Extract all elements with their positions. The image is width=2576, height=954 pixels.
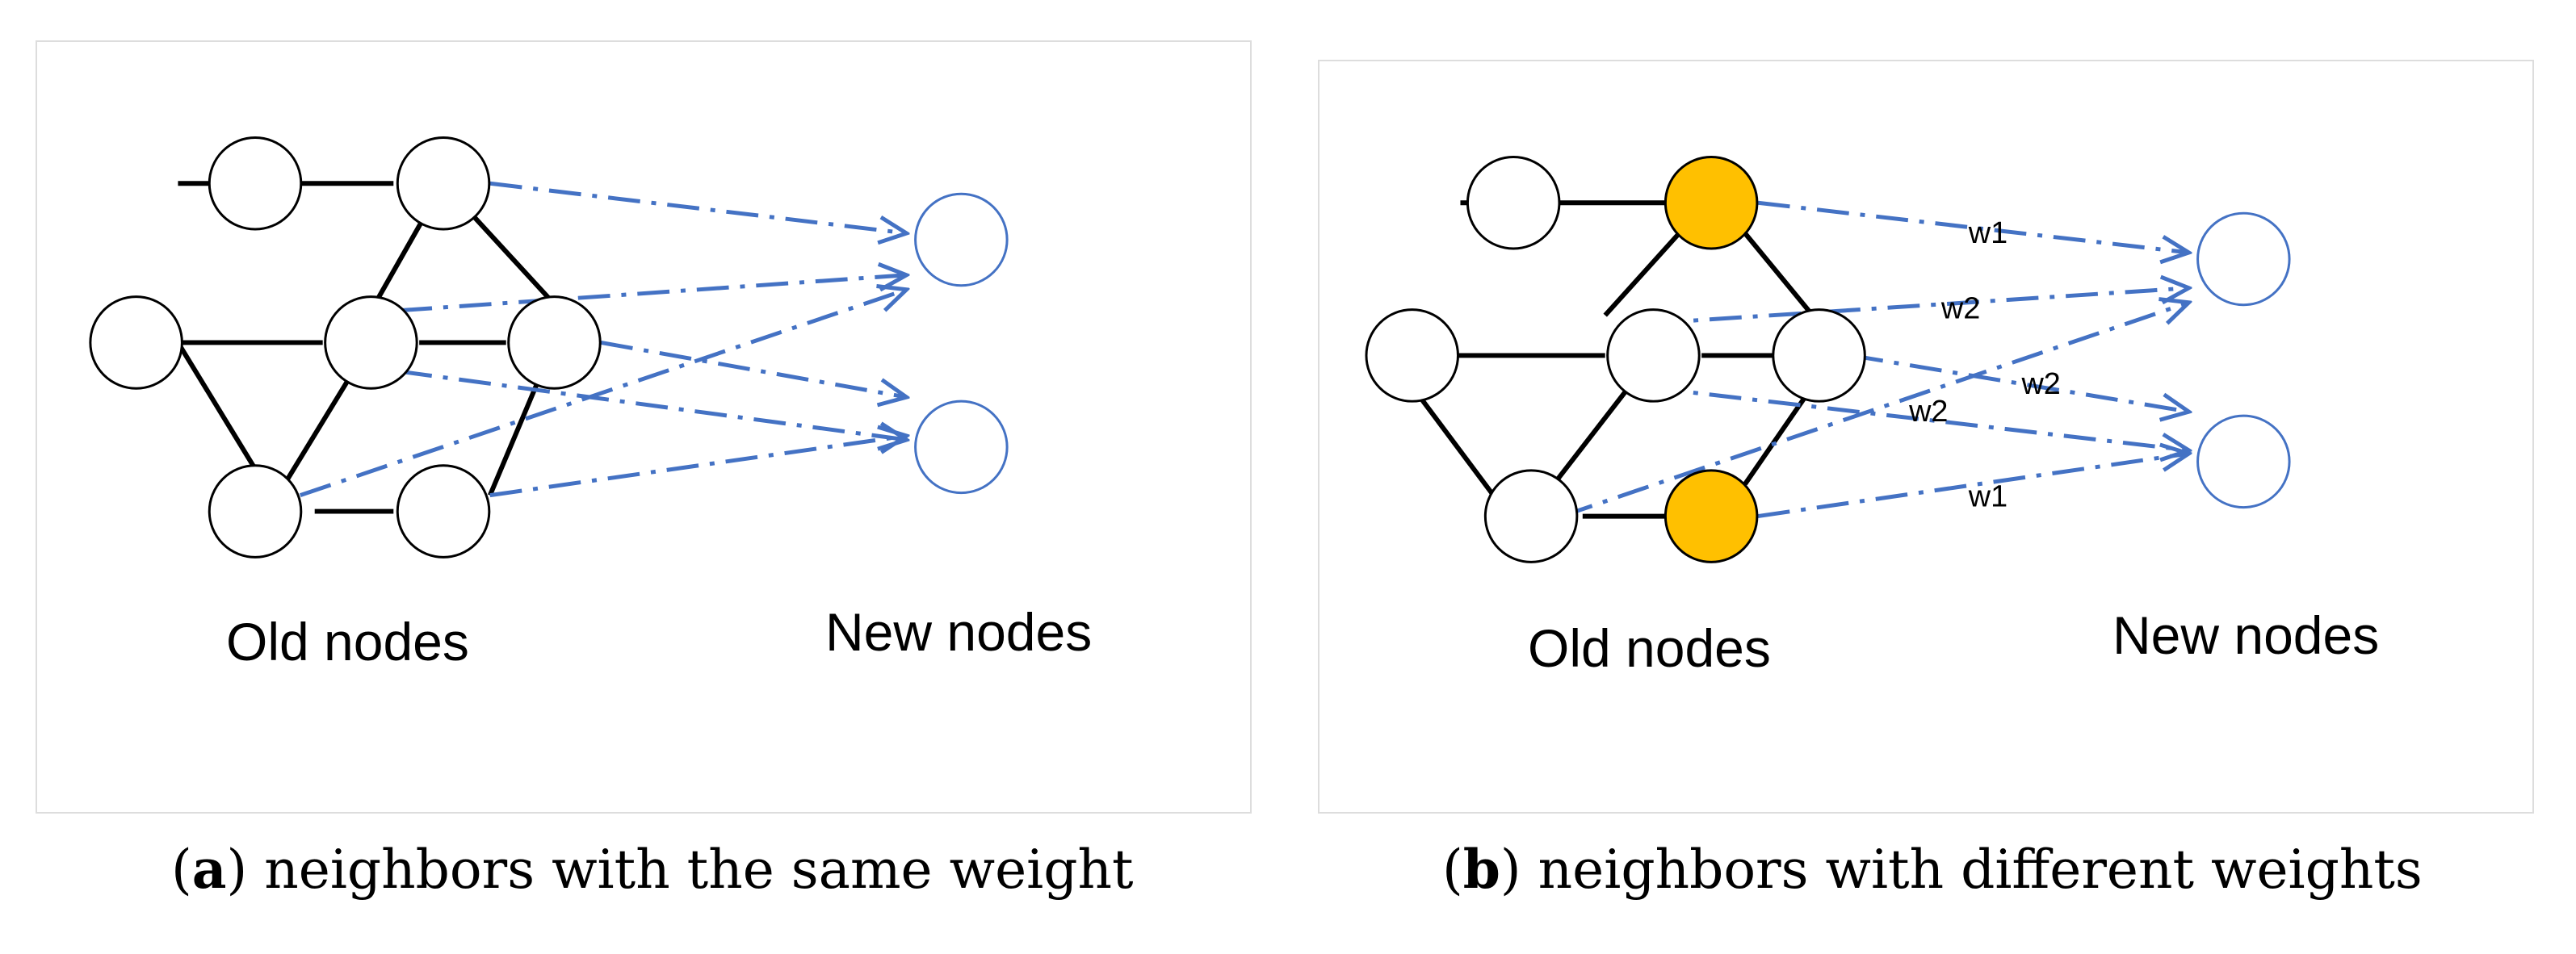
weight-label: w1 <box>1968 480 2008 514</box>
new-nodes <box>914 192 1009 495</box>
new-nodes-label: New nodes <box>2112 605 2380 665</box>
old-nodes <box>1365 155 1866 563</box>
new-nodes-label: New nodes <box>825 602 1093 662</box>
new-edges <box>299 181 907 498</box>
old-nodes-label: Old nodes <box>226 612 469 672</box>
graph-a <box>89 136 1009 559</box>
caption-letter: a <box>191 838 227 901</box>
new-nodes <box>2196 211 2291 509</box>
weight-label: w1 <box>1968 216 2008 250</box>
caption-b: (b) neighbors with different weights <box>1442 838 2423 901</box>
weight-label: w2 <box>1908 395 1948 429</box>
new-edges <box>1561 200 2189 519</box>
caption-text: neighbors with different weights <box>1538 839 2423 901</box>
caption-text: neighbors with the same weight <box>264 839 1134 901</box>
panel-b: w1 w2 w2 w2 w1 Old nodes New nodes <box>1318 60 2534 814</box>
caption-letter: b <box>1462 838 1500 901</box>
weight-labels: w1 w2 w2 w2 w1 <box>1908 216 2061 514</box>
panel-a: Old nodes New nodes <box>36 40 1252 814</box>
graph-b: w1 w2 w2 w2 w1 <box>1365 155 2291 563</box>
highlighted-nodes <box>1663 155 1759 563</box>
old-nodes <box>89 136 602 559</box>
caption-a: (a) neighbors with the same weight <box>171 838 1134 901</box>
weight-label: w2 <box>1940 292 1980 326</box>
weight-label: w2 <box>2020 367 2060 401</box>
old-nodes-label: Old nodes <box>1528 618 1771 678</box>
